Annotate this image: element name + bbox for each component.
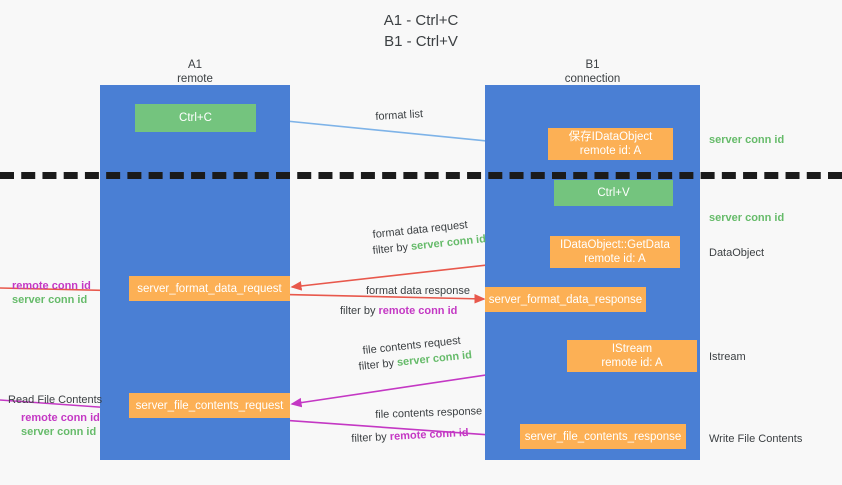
node-idataobject-getdata[interactable]: IDataObject::GetData remote id: A	[550, 236, 680, 268]
lane-header-a1: A1 remote	[177, 59, 213, 85]
annotation-write-file-contents: Write File Contents	[709, 433, 803, 445]
annotation-istream: Istream	[709, 351, 746, 363]
edge-label-format-data-response: format data response	[366, 285, 470, 297]
annotation-remote-conn-id-bottom: remote conn id	[21, 412, 100, 424]
annotation-server-conn-id-mid: server conn id	[709, 212, 785, 224]
edge-label-format-list: format list	[375, 108, 424, 123]
annotation-server-conn-id-left-mid: server conn id	[12, 294, 88, 306]
annotation-read-file-contents: Read File Contents	[8, 394, 103, 406]
node-server-format-data-request[interactable]: server_format_data_request	[129, 276, 290, 301]
annotation-dataobject: DataObject	[709, 247, 765, 259]
node-server-format-data-response[interactable]: server_format_data_response	[485, 287, 646, 312]
filter-prefix: filter by	[351, 430, 391, 445]
filter-value: remote conn id	[378, 305, 458, 317]
filter-prefix: filter by	[340, 305, 379, 317]
edge-label-format-data-response-filter: filter by remote conn id	[340, 304, 457, 319]
node-ctrl-v[interactable]: Ctrl+V	[554, 180, 673, 206]
node-istream[interactable]: IStream remote id: A	[567, 340, 697, 372]
annotation-remote-conn-id-mid: remote conn id	[12, 280, 91, 292]
section-divider	[0, 172, 842, 179]
node-server-file-contents-response[interactable]: server_file_contents_response	[520, 424, 686, 449]
annotation-server-conn-id-bottom: server conn id	[21, 426, 97, 438]
node-save-idataobject[interactable]: 保存IDataObject remote id: A	[548, 128, 673, 160]
filter-prefix: filter by	[372, 240, 412, 257]
node-ctrl-c[interactable]: Ctrl+C	[135, 104, 256, 132]
page-title: A1 - Ctrl+C B1 - Ctrl+V	[383, 12, 459, 50]
filter-value: remote conn id	[389, 426, 469, 443]
filter-prefix: filter by	[358, 356, 398, 373]
lane-header-b1: B1 connection	[564, 59, 621, 85]
node-server-file-contents-request[interactable]: server_file_contents_request	[129, 393, 290, 418]
annotation-server-conn-id-top: server conn id	[709, 134, 785, 146]
